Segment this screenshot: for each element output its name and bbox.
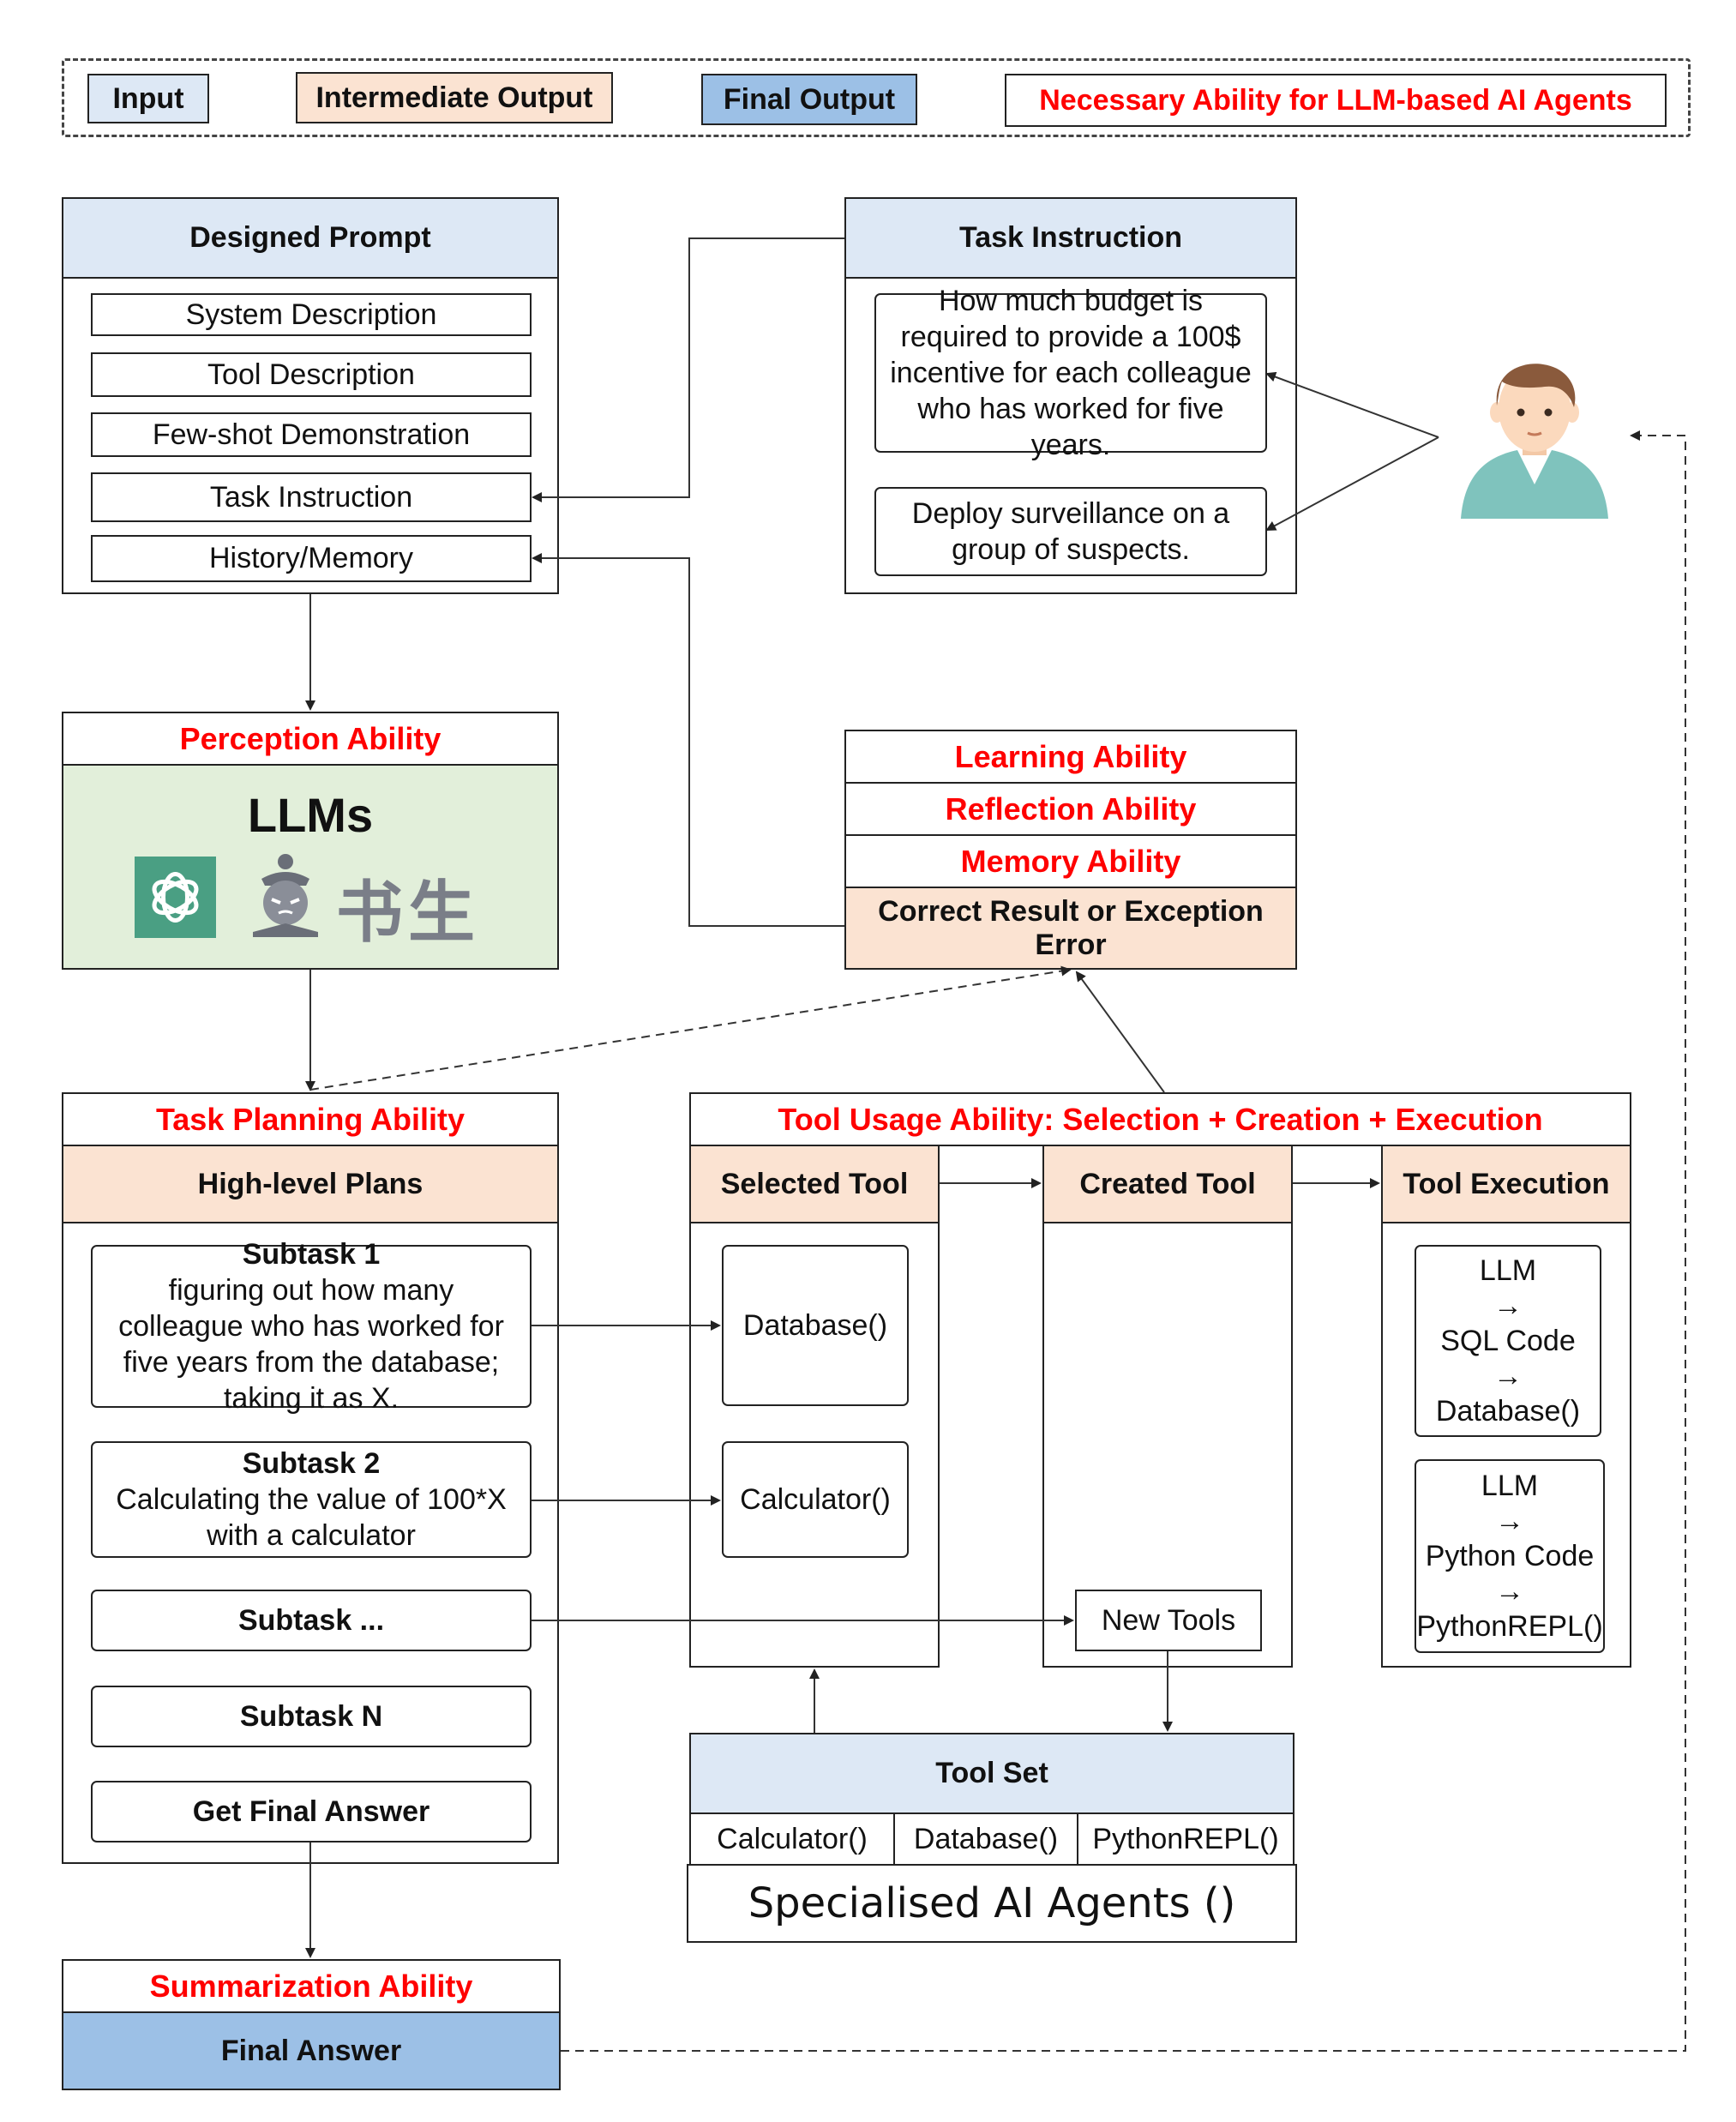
prompt-item-task-instruction: Task Instruction — [91, 472, 532, 522]
reflection-ability-label: Reflection Ability — [844, 782, 1297, 836]
selected-tool-title: Selected Tool — [689, 1145, 940, 1223]
legend-frame — [62, 58, 1691, 137]
arrow-right-icon: → — [1493, 1359, 1523, 1392]
arrow-right-icon: → — [1493, 1289, 1523, 1322]
prompt-item-few-shot-demonstration: Few-shot Demonstration — [91, 412, 532, 457]
arrow-user-to-example-2 — [1265, 436, 1439, 531]
user-avatar-icon — [1461, 364, 1608, 519]
designed-prompt-title: Designed Prompt — [62, 197, 559, 279]
task-instruction-title: Task Instruction — [844, 197, 1297, 279]
exec1-database: Database() — [1435, 1394, 1581, 1428]
selected-calculator-tool: Calculator() — [722, 1441, 909, 1558]
legend-intermediate-output: Intermediate Output — [296, 72, 613, 123]
task-example-surveillance: Deploy surveillance on a group of suspec… — [874, 487, 1267, 576]
subtask-2-text: Calculating the value of 100*X with a ca… — [116, 1483, 507, 1552]
subtask-2-title: Subtask 2 — [242, 1447, 381, 1480]
task-planning-ability-label: Task Planning Ability — [62, 1092, 559, 1146]
task-example-budget: How much budget is required to provide a… — [874, 285, 1267, 461]
execution-sql-pipeline: LLM → SQL Code → Database() — [1415, 1245, 1601, 1437]
tool-set-pythonrepl: PythonREPL() — [1077, 1812, 1294, 1866]
learning-ability-label: Learning Ability — [844, 730, 1297, 784]
llms-title: LLMs — [247, 787, 374, 842]
prompt-item-tool-description: Tool Description — [91, 352, 532, 397]
specialised-ai-agents: Specialised AI Agents () — [687, 1864, 1297, 1943]
arrow-tool-usage-to-result — [1075, 971, 1165, 1093]
memory-ability-label: Memory Ability — [844, 834, 1297, 888]
exec2-llm: LLM — [1481, 1469, 1539, 1502]
selected-database-tool: Database() — [722, 1245, 909, 1406]
final-answer: Final Answer — [62, 2011, 561, 2090]
subtask-1: Subtask 1 figuring out how many colleagu… — [91, 1238, 532, 1415]
subtask-n: Subtask N — [91, 1686, 532, 1747]
correct-result-or-exception: Correct Result or Exception Error — [844, 887, 1297, 970]
prompt-item-history-memory: History/Memory — [91, 535, 532, 582]
legend-necessary-ability: Necessary Ability for LLM-based AI Agent… — [1005, 74, 1667, 127]
subtask-more: Subtask ... — [91, 1590, 532, 1651]
tool-set-calculator: Calculator() — [689, 1812, 895, 1866]
summarization-ability-label: Summarization Ability — [62, 1959, 561, 2013]
tool-set-title: Tool Set — [689, 1733, 1294, 1814]
tool-usage-ability-label: Tool Usage Ability: Selection + Creation… — [689, 1092, 1631, 1146]
legend-input: Input — [87, 74, 209, 123]
get-final-answer-step: Get Final Answer — [91, 1781, 532, 1842]
selected-tool-panel — [689, 1145, 940, 1668]
shusheng-logo-icon — [253, 854, 318, 937]
created-tool-title: Created Tool — [1042, 1145, 1293, 1223]
tool-set-database: Database() — [893, 1812, 1078, 1866]
new-tools: New Tools — [1075, 1590, 1262, 1651]
openai-logo-icon — [135, 857, 216, 938]
subtask-1-title: Subtask 1 — [242, 1238, 381, 1271]
arrow-result-to-memory — [532, 553, 844, 927]
subtask-1-text: figuring out how many colleague who has … — [118, 1274, 504, 1415]
subtask-2: Subtask 2 Calculating the value of 100*X… — [91, 1441, 532, 1558]
arrow-right-icon: → — [1495, 1574, 1524, 1608]
exec1-llm: LLM — [1479, 1253, 1537, 1287]
exec2-python-code: Python Code — [1425, 1539, 1595, 1572]
perception-ability-label: Perception Ability — [62, 712, 559, 766]
arrow-task-instruction-to-prompt — [532, 237, 844, 502]
shusheng-logo-text: 书生 — [336, 875, 481, 950]
exec1-sql-code: SQL Code — [1440, 1324, 1576, 1357]
high-level-plans: High-level Plans — [62, 1145, 559, 1223]
arrow-right-icon: → — [1495, 1504, 1524, 1537]
tool-execution-title: Tool Execution — [1381, 1145, 1631, 1223]
execution-python-pipeline: LLM → Python Code → PythonREPL() — [1415, 1459, 1605, 1653]
exec2-pythonrepl: PythonREPL() — [1416, 1609, 1603, 1643]
legend-final-output: Final Output — [701, 74, 917, 125]
arrow-planning-to-result — [309, 965, 1072, 1091]
prompt-item-system-description: System Description — [91, 293, 532, 336]
arrow-final-answer-to-user — [561, 430, 1686, 2052]
arrow-user-to-example-1 — [1265, 371, 1439, 438]
